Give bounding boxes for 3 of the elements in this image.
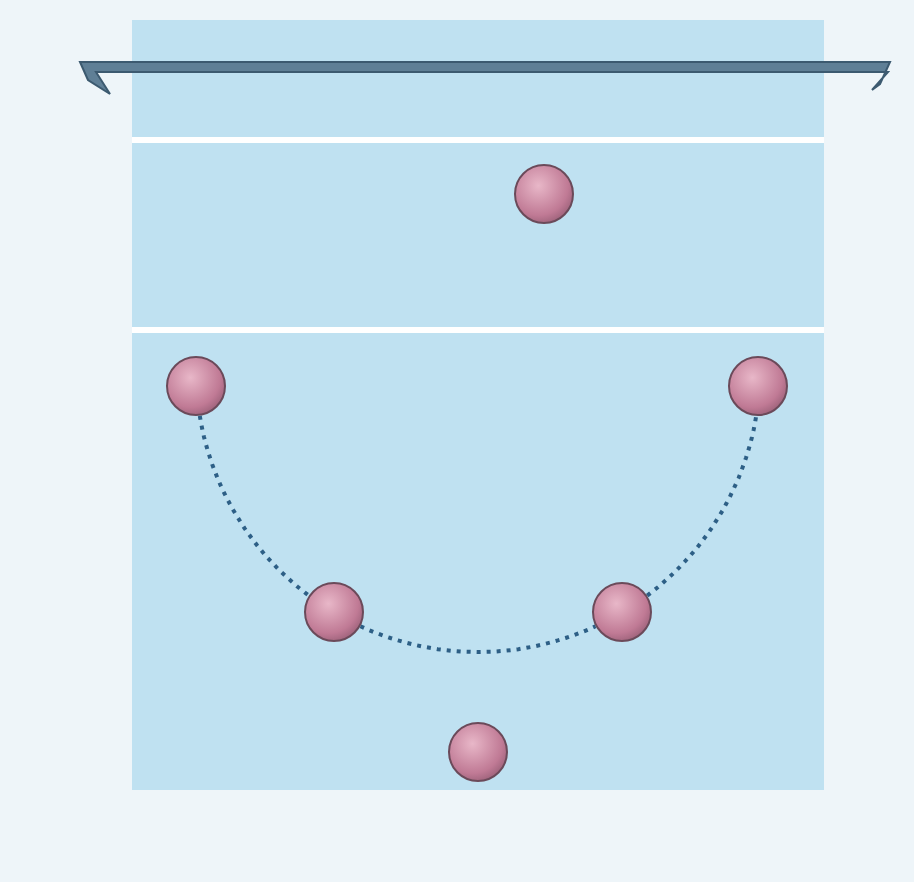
dotted-line [359, 624, 597, 654]
dotted-line [197, 415, 311, 598]
dotted-line [645, 415, 759, 598]
